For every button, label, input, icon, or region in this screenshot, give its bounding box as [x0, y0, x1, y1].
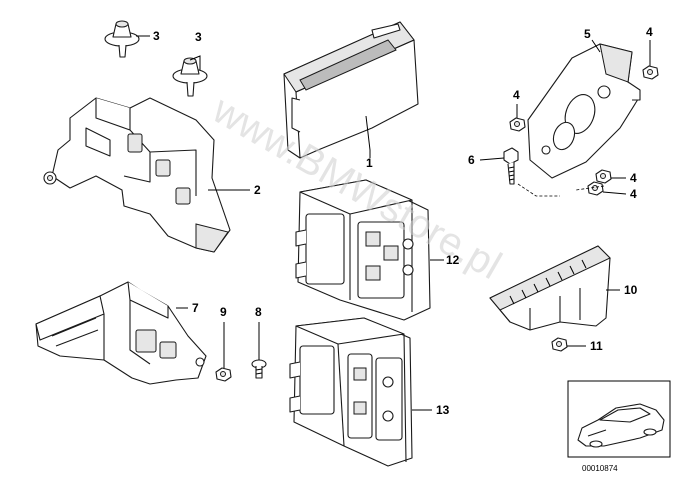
nut-part-4b: [509, 117, 526, 132]
callout-4c: 4: [630, 171, 637, 185]
nut-part-4c: [595, 169, 612, 184]
vehicle-thumbnail: 00010874: [567, 380, 671, 473]
thumbnail-code: 00010874: [582, 464, 618, 473]
callout-13: 13: [436, 403, 450, 417]
relay-holder-part-12: [295, 179, 431, 321]
relay-holder-part-13: [289, 317, 413, 467]
callout-9: 9: [220, 305, 227, 319]
callout-11: 11: [590, 339, 603, 353]
car-icon: [577, 403, 665, 448]
leader-lines: [136, 35, 651, 411]
nut-part-4d: [587, 181, 604, 196]
screw-part-6: [503, 147, 519, 185]
nut-part-11: [551, 337, 568, 352]
carrier-part-7: [35, 281, 207, 385]
callout-3a: 3: [153, 29, 160, 43]
callout-12: 12: [446, 253, 460, 267]
callout-4b: 4: [513, 88, 520, 102]
callout-1: 1: [366, 156, 373, 170]
callout-7: 7: [192, 301, 199, 315]
callout-8: 8: [255, 305, 262, 319]
control-unit-part-1: [283, 21, 419, 159]
callout-10: 10: [624, 283, 638, 297]
callout-4a: 4: [646, 25, 653, 39]
nut-part-9: [215, 367, 232, 382]
screw-part-8: [251, 359, 267, 379]
connector-strip-part-10: [489, 245, 611, 331]
callout-5: 5: [584, 27, 591, 41]
callout-6: 6: [468, 153, 475, 167]
callout-2: 2: [254, 183, 261, 197]
nut-part-4a: [642, 65, 659, 80]
clip-part-3a: [104, 20, 140, 58]
callout-3b: 3: [195, 30, 202, 44]
clip-part-3b: [172, 57, 208, 97]
bracket-part-2: [43, 97, 231, 253]
callout-4d: 4: [630, 187, 637, 201]
mounting-plate-part-5: [527, 43, 641, 179]
